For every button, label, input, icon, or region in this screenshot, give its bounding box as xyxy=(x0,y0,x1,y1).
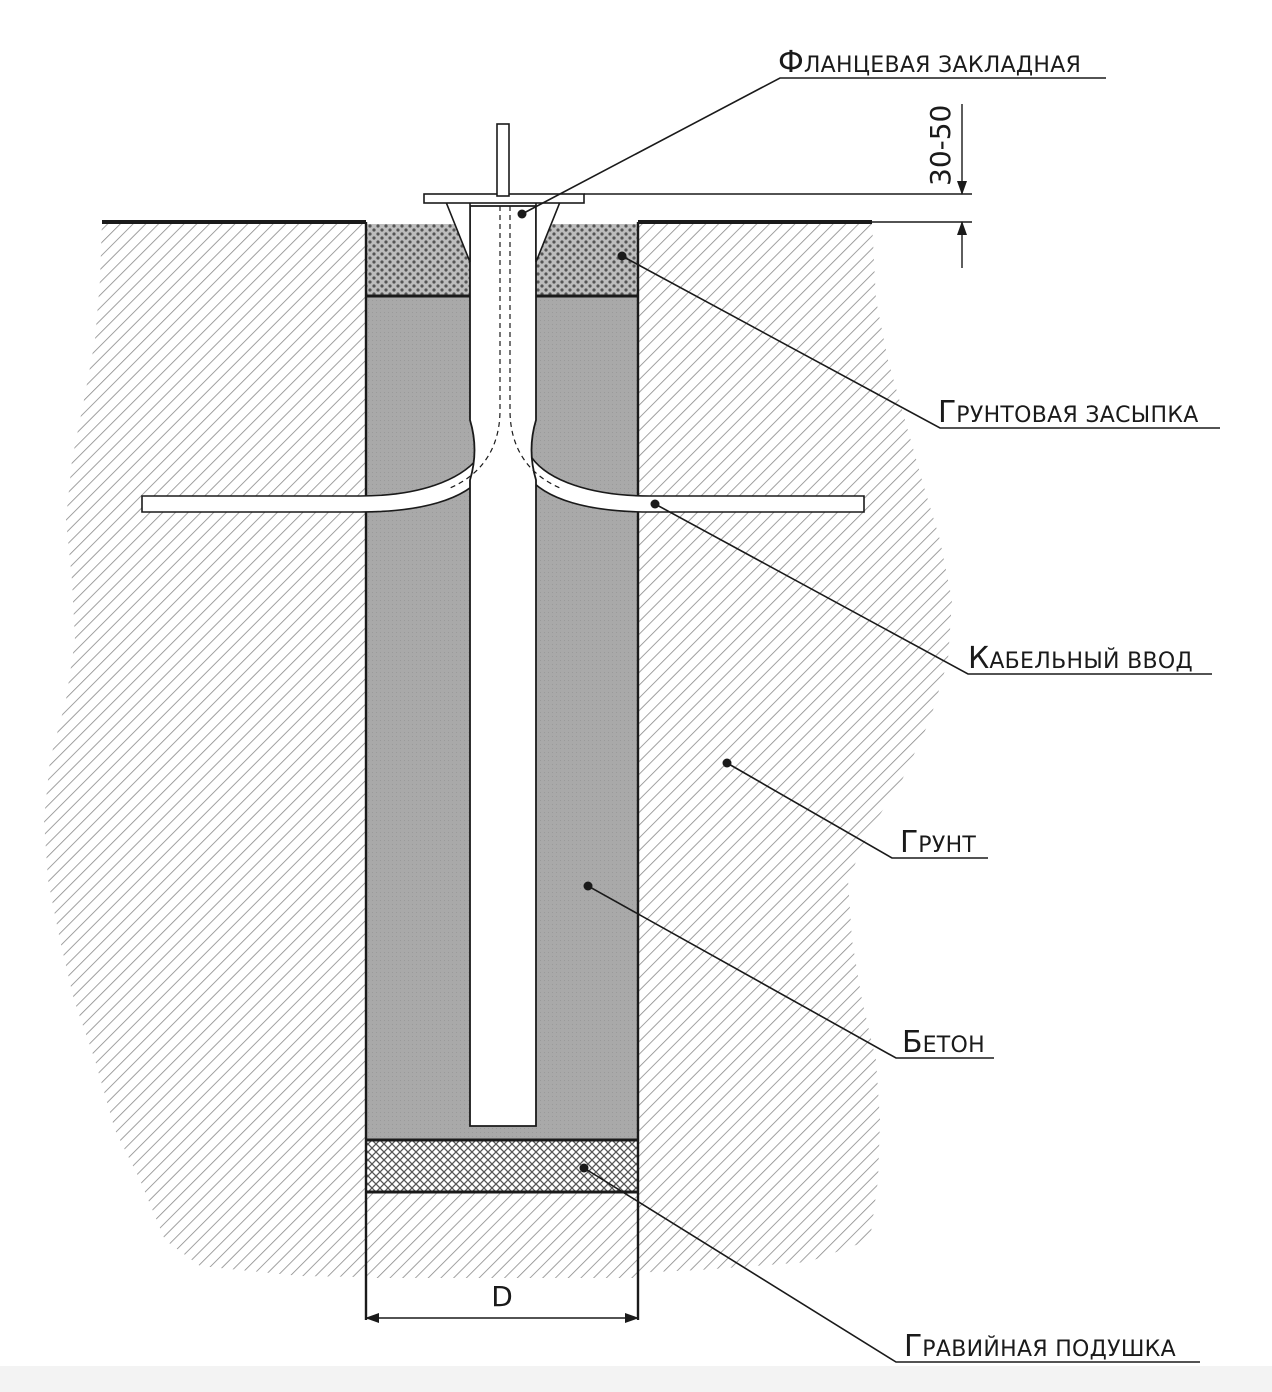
flange-embed xyxy=(423,123,585,1127)
leader-flange xyxy=(517,77,1106,219)
dimension-height-label: 30-50 xyxy=(924,105,957,186)
gravel-layer xyxy=(366,1140,638,1192)
label-flange-embed: ФЛАНЦЕВАЯ ЗАКЛАДНАЯ xyxy=(778,45,1081,80)
label-gravel-cushion: ГРАВИЙНАЯ ПОДУШКА xyxy=(904,1329,1176,1364)
dimension-height: 30-50 xyxy=(584,104,972,268)
leader-gravel xyxy=(579,1163,1200,1363)
dimension-diameter-label: D xyxy=(491,1280,513,1313)
soil-under-gravel xyxy=(366,1192,638,1278)
leader-backfill xyxy=(617,251,1220,429)
leader-concrete xyxy=(583,881,994,1059)
label-soil: ГРУНТ xyxy=(900,825,976,860)
label-cable-entry: КАБЕЛЬНЫЙ ВВОД xyxy=(968,641,1193,676)
footer-strip xyxy=(0,1366,1272,1392)
dimension-diameter: D xyxy=(365,1280,639,1323)
leader-cable xyxy=(650,499,1212,675)
leader-soil xyxy=(722,758,988,859)
label-concrete: БЕТОН xyxy=(902,1025,985,1060)
label-backfill: ГРУНТОВАЯ ЗАСЫПКА xyxy=(938,395,1199,430)
